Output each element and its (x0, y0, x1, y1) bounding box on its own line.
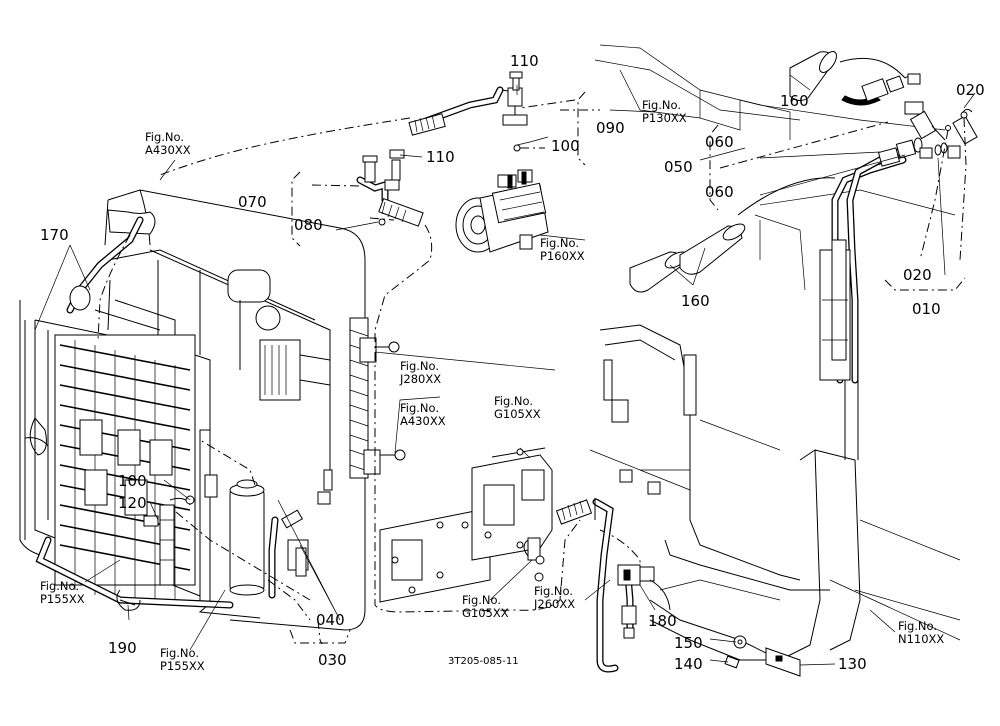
drawing-code: 3T205-085-11 (448, 656, 519, 667)
part-label-190: 190 (108, 639, 137, 657)
part-label-170: 170 (40, 226, 69, 244)
bracket-070 (291, 171, 395, 247)
part-label-180: 180 (648, 612, 677, 630)
fig-ref-p155xx-left: Fig.No. P155XX (40, 579, 85, 606)
condenser-brackets (349, 317, 406, 479)
part-label-090: 090 (596, 119, 625, 137)
cab-frame (589, 44, 961, 661)
fig-ref-n110xx: Fig.No. N110XX (898, 619, 944, 646)
condenser-assembly (19, 189, 366, 631)
bolt-140-washer-150 (724, 635, 747, 669)
fig-ref-a430xx-top: Fig.No. A430XX (145, 130, 191, 157)
bracket-090 (577, 91, 586, 166)
part-label-160-bottom: 160 (681, 292, 710, 310)
fig-ref-a430xx-mid: Fig.No. A430XX (400, 401, 446, 428)
part-label-160-top: 160 (780, 92, 809, 110)
part-label-020-bottom: 020 (903, 266, 932, 284)
part-label-130: 130 (838, 655, 867, 673)
part-label-150: 150 (674, 634, 703, 652)
part-label-070: 070 (238, 193, 267, 211)
fig-ref-j280xx: Fig.No. J280XX (399, 359, 443, 386)
figure-reference-labels: Fig.No. A430XX Fig.No. P130XX Fig.No. P1… (40, 98, 944, 673)
fig-ref-p155xx-bottom: Fig.No. P155XX (160, 646, 205, 673)
bracket-010 (884, 277, 966, 291)
liquid-hose-to-dryer (268, 469, 333, 599)
protective-sleeve-160-top (789, 51, 837, 102)
hose-fittings-060 (877, 137, 948, 167)
part-label-080: 080 (294, 216, 323, 234)
part-label-110-mid: 110 (426, 148, 455, 166)
discharge-hose-090 (408, 71, 528, 152)
part-label-110-top: 110 (510, 52, 539, 70)
part-number-labels: 110 090 100 110 070 080 170 100 120 190 … (40, 52, 985, 673)
top-fitting-upper (861, 73, 921, 102)
mounting-plate-right (471, 447, 553, 561)
bracket-130 (765, 647, 801, 677)
part-label-100-top: 100 (551, 137, 580, 155)
fig-ref-p130xx: Fig.No. P130XX (642, 98, 687, 125)
part-label-050: 050 (664, 158, 693, 176)
lower-center-hose (555, 498, 619, 673)
part-label-040: 040 (316, 611, 345, 629)
part-label-120: 120 (118, 494, 147, 512)
clamp-assembly (523, 537, 545, 582)
condenser-core (54, 334, 196, 600)
part-label-010: 010 (912, 300, 941, 318)
bracket-030 (289, 629, 351, 644)
protective-sleeve-160-bottom (629, 223, 746, 293)
mounting-plate-left (379, 507, 491, 603)
part-label-140: 140 (674, 655, 703, 673)
part-label-100-left: 100 (118, 472, 147, 490)
receiver-dryer (229, 479, 265, 596)
part-label-060-bottom: 060 (705, 183, 734, 201)
leader-lines (34, 74, 976, 666)
hose-assembly-180 (617, 564, 671, 639)
left-hoses (24, 216, 234, 611)
part-label-060-top: 060 (705, 133, 734, 151)
part-label-030: 030 (318, 651, 347, 669)
fig-ref-p160xx: Fig.No. P160XX (540, 236, 585, 263)
suction-hose-070 (356, 149, 424, 227)
condenser-side-tube (143, 429, 261, 619)
top-fitting-mid (904, 101, 946, 141)
fig-ref-g105xx-top: Fig.No. G105XX (494, 394, 541, 421)
cab-pillar-hoses (819, 144, 912, 460)
fig-ref-g105xx-bottom: Fig.No. G105XX (462, 593, 509, 620)
compressor (455, 169, 549, 253)
bracket-050 (709, 121, 889, 211)
top-fittings (629, 51, 978, 293)
fig-ref-j260xx: Fig.No. J260XX (533, 584, 577, 611)
part-label-020-top: 020 (956, 81, 985, 99)
